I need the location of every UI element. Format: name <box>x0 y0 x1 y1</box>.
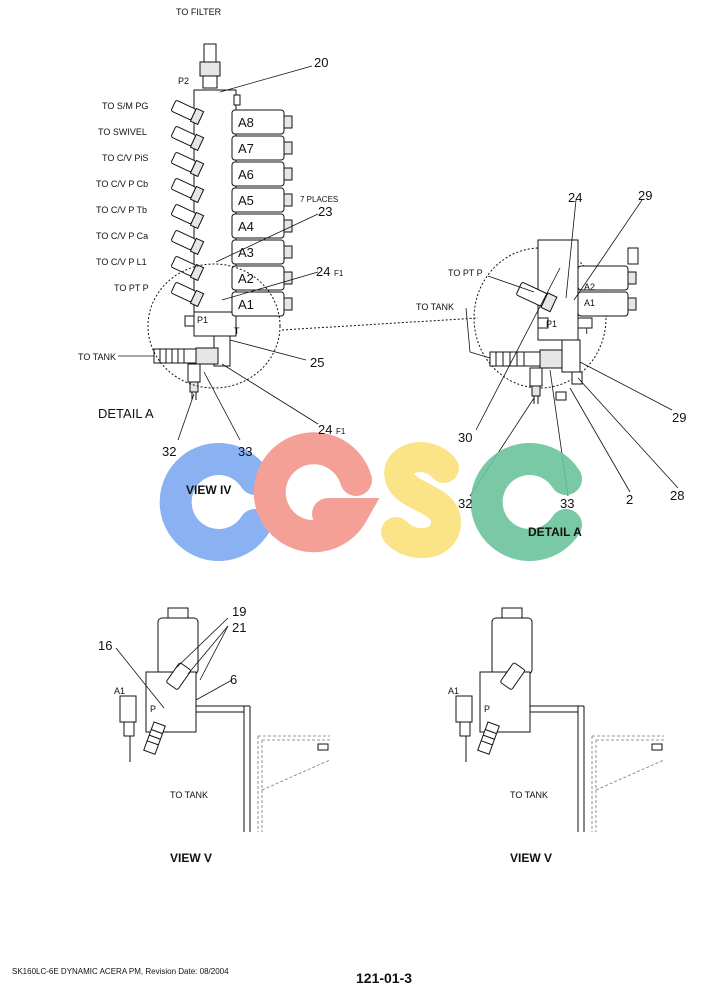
solenoid-label-a1: A1 <box>238 297 254 312</box>
view-v-left-assembly <box>115 607 331 832</box>
solenoid-coils <box>231 109 293 317</box>
callout-33-left: 33 <box>238 444 252 459</box>
label-to-tank: TO TANK <box>78 352 116 362</box>
detail-link-line <box>281 317 479 331</box>
solenoid-label-a7: A7 <box>238 141 254 156</box>
footer-model-revision: SK160LC-6E DYNAMIC ACERA PM, Revision Da… <box>12 967 229 976</box>
detail-a-circle-right <box>473 247 607 389</box>
callout-33-right: 33 <box>560 496 574 511</box>
manifold-plug <box>233 94 241 106</box>
label-p1: P1 <box>197 315 208 325</box>
view-v-right-label-p: P <box>484 704 490 714</box>
view-v-left-switch <box>119 695 137 723</box>
filter-hex <box>199 61 221 77</box>
detail-a-left-title: DETAIL A <box>98 406 154 421</box>
label-p2: P2 <box>178 76 189 86</box>
callout-24-top-f1: F1 <box>334 269 344 278</box>
detail-tank-tee <box>539 349 563 369</box>
detail-a-right-title: DETAIL A <box>528 525 582 539</box>
label-t: T <box>234 326 240 336</box>
view-v-right-to-tank: TO TANK <box>510 790 548 800</box>
label-to-cv-pca: TO C/V P Ca <box>96 231 148 241</box>
view-v-left-to-tank: TO TANK <box>170 790 208 800</box>
callout-2: 2 <box>626 492 633 507</box>
view-v-right-label-a1: A1 <box>448 686 459 696</box>
callout-19: 19 <box>232 604 246 619</box>
watermark-letter-s <box>381 442 462 559</box>
detail-label-p1: P1 <box>546 319 557 329</box>
view-v-left-label-a1: A1 <box>114 686 125 696</box>
solenoid-label-a3: A3 <box>238 245 254 260</box>
detail-pressure-switch <box>529 367 543 387</box>
cgsc-watermark <box>159 432 582 561</box>
solenoid-label-a8: A8 <box>238 115 254 130</box>
callout-24-bottom-f1: F1 <box>336 427 346 436</box>
label-7-places: 7 PLACES <box>300 195 338 204</box>
label-to-sm-pg: TO S/M PG <box>102 101 148 111</box>
filter-nipple <box>202 75 218 89</box>
view-v-left-title: VIEW V <box>170 851 212 865</box>
detail-label-a2: A2 <box>584 282 595 292</box>
callout-24-top: 24 <box>316 264 330 279</box>
pressure-switch <box>187 363 201 383</box>
solenoid-label-a2: A2 <box>238 271 254 286</box>
view-iv-leaders <box>118 65 319 441</box>
callout-29-bottom: 29 <box>672 410 686 425</box>
watermark-letter-c-2 <box>470 443 582 561</box>
filter-fitting <box>203 43 217 63</box>
label-to-filter: TO FILTER <box>176 7 222 17</box>
detail-label-to-tank: TO TANK <box>416 302 454 312</box>
detail-label-a1: A1 <box>584 298 595 308</box>
solenoid-label-a5: A5 <box>238 193 254 208</box>
view-v-right-assembly <box>455 607 665 832</box>
watermark-letter-c-1 <box>159 443 271 561</box>
callout-21: 21 <box>232 620 246 635</box>
view-v-left-label-p: P <box>150 704 156 714</box>
detail-a-leaders <box>465 199 679 497</box>
watermark-letter-g <box>253 432 380 553</box>
detail-a-circle-left <box>147 263 281 389</box>
label-to-cv-pis: TO C/V PiS <box>102 153 148 163</box>
callout-24-detail: 24 <box>568 190 582 205</box>
solenoid-label-a6: A6 <box>238 167 254 182</box>
callout-16: 16 <box>98 638 112 653</box>
callout-32-left: 32 <box>162 444 176 459</box>
label-to-pt-p: TO PT P <box>114 283 149 293</box>
callout-28: 28 <box>670 488 684 503</box>
callout-6: 6 <box>230 672 237 687</box>
detail-a-assembly <box>473 239 639 404</box>
view-iv-title: VIEW IV <box>186 483 231 497</box>
p1-plug <box>184 315 195 327</box>
solenoid-label-a4: A4 <box>238 219 254 234</box>
callout-32-right: 32 <box>458 496 472 511</box>
label-to-swivel: TO SWIVEL <box>98 127 147 137</box>
callout-23: 23 <box>318 204 332 219</box>
label-to-cv-pcb: TO C/V P Cb <box>96 179 148 189</box>
detail-label-to-pt-p: TO PT P <box>448 268 483 278</box>
callout-30: 30 <box>458 430 472 445</box>
detail-tank-elbow <box>561 339 581 373</box>
view-v-right-switch <box>455 695 473 723</box>
tank-tee <box>195 347 219 365</box>
label-to-cv-ptb: TO C/V P Tb <box>96 205 147 215</box>
footer-page-number: 121-01-3 <box>356 970 413 986</box>
callout-24-bottom: 24 <box>318 422 332 437</box>
label-to-cv-pl1: TO C/V P L1 <box>96 257 147 267</box>
detail-label-t: T <box>584 326 590 336</box>
callout-29-top: 29 <box>638 188 652 203</box>
callout-25: 25 <box>310 355 324 370</box>
pressure-switch-connector <box>189 381 199 393</box>
callout-20: 20 <box>314 55 328 70</box>
port-fittings <box>171 100 205 308</box>
view-v-right-title: VIEW V <box>510 851 552 865</box>
